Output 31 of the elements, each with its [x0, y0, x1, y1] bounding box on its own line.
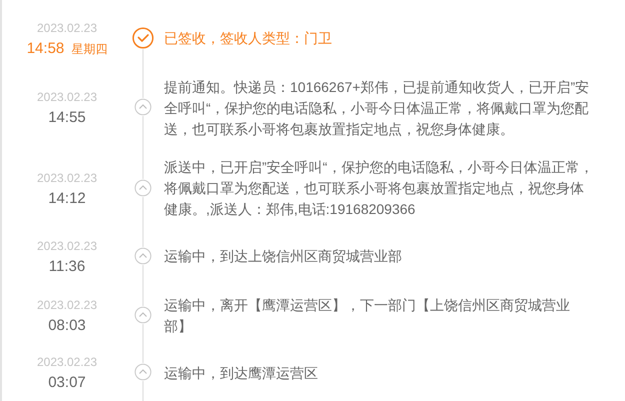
status-text: 已签收，签收人类型：门卫 [164, 29, 332, 48]
timeline-line [142, 324, 144, 364]
date-text: 2023.02.23 [36, 20, 98, 36]
chevron-circle-icon [134, 306, 152, 324]
time-text: 14:58 [26, 39, 64, 59]
timeline-line [142, 380, 144, 401]
chevron-circle-icon [134, 247, 152, 265]
status-text: 运输中，到达上饶信州区商贸城营业部 [164, 247, 402, 266]
status-text: 运输中，到达鹰潭运营区 [164, 364, 318, 383]
timeline-line [142, 116, 144, 180]
date-text: 2023.02.23 [36, 89, 98, 105]
date-text: 2023.02.23 [36, 297, 98, 313]
time-text: 14:55 [48, 108, 86, 128]
time-text: 11:36 [48, 257, 86, 277]
status-text: 运输中，离开【鹰潭运营区】，下一部门【上饶信州区商贸城营业部】 [164, 296, 571, 336]
timeline-line [142, 264, 144, 306]
date-text: 2023.02.23 [36, 238, 98, 254]
time-text: 14:12 [48, 189, 86, 209]
timeline-line [142, 196, 144, 248]
chevron-circle-icon [134, 179, 152, 197]
check-circle-icon [132, 27, 154, 49]
time-text: 08:03 [48, 316, 86, 336]
status-text: 提前通知。快递员：10166267+郑伟，已提前通知收货人，已开启”安全呼叫“，保护您的电话隐私，小哥今日体温正常，将佩戴口罩为您配送，也可联系小哥将包裹放置指定地点，祝您身体健康。 [164, 78, 590, 139]
chevron-circle-icon [134, 98, 152, 116]
time-text: 03:07 [48, 373, 86, 393]
date-text: 2023.02.23 [36, 354, 98, 370]
date-text: 2023.02.23 [36, 170, 98, 186]
timeline-line [142, 48, 144, 98]
status-text: 派送中，已开启”安全呼叫“，保护您的电话隐私，小哥今日体温正常，将佩戴口罩为您配送，也可联系小哥将包裹放置指定地点，祝您身体健康。,派送人：郑伟,电话:19168209366 [164, 158, 594, 219]
weekday-text: 星期四 [71, 41, 108, 57]
chevron-circle-icon [134, 363, 152, 381]
